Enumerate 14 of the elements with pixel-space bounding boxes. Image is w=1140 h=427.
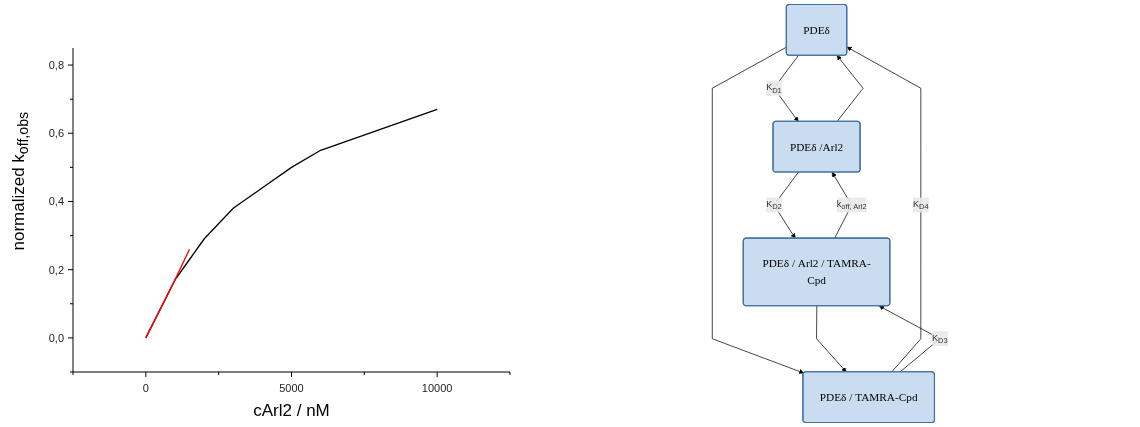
tick-label: 10000 [421,382,453,394]
edge-label: K$_{D2}$ [766,199,782,212]
tick-label: 0,2 [48,263,64,276]
tick-label: 0,0 [48,331,64,344]
edge-label: K$_{D1}$ [766,82,782,95]
tick-label: 0 [142,382,149,394]
edge-label: K$_{D4}$ [913,199,929,212]
x-axis-title: cArl2 / nM [252,401,331,421]
tick-label: 0,4 [48,195,64,208]
tick-label: 5000 [279,382,304,394]
tick-label: 0,8 [48,59,64,72]
edge-label: K$_{D3}$ [932,332,948,345]
edge-label: k$_{off, Arl2}$ [836,199,867,212]
tick-label: 0,6 [48,127,64,140]
